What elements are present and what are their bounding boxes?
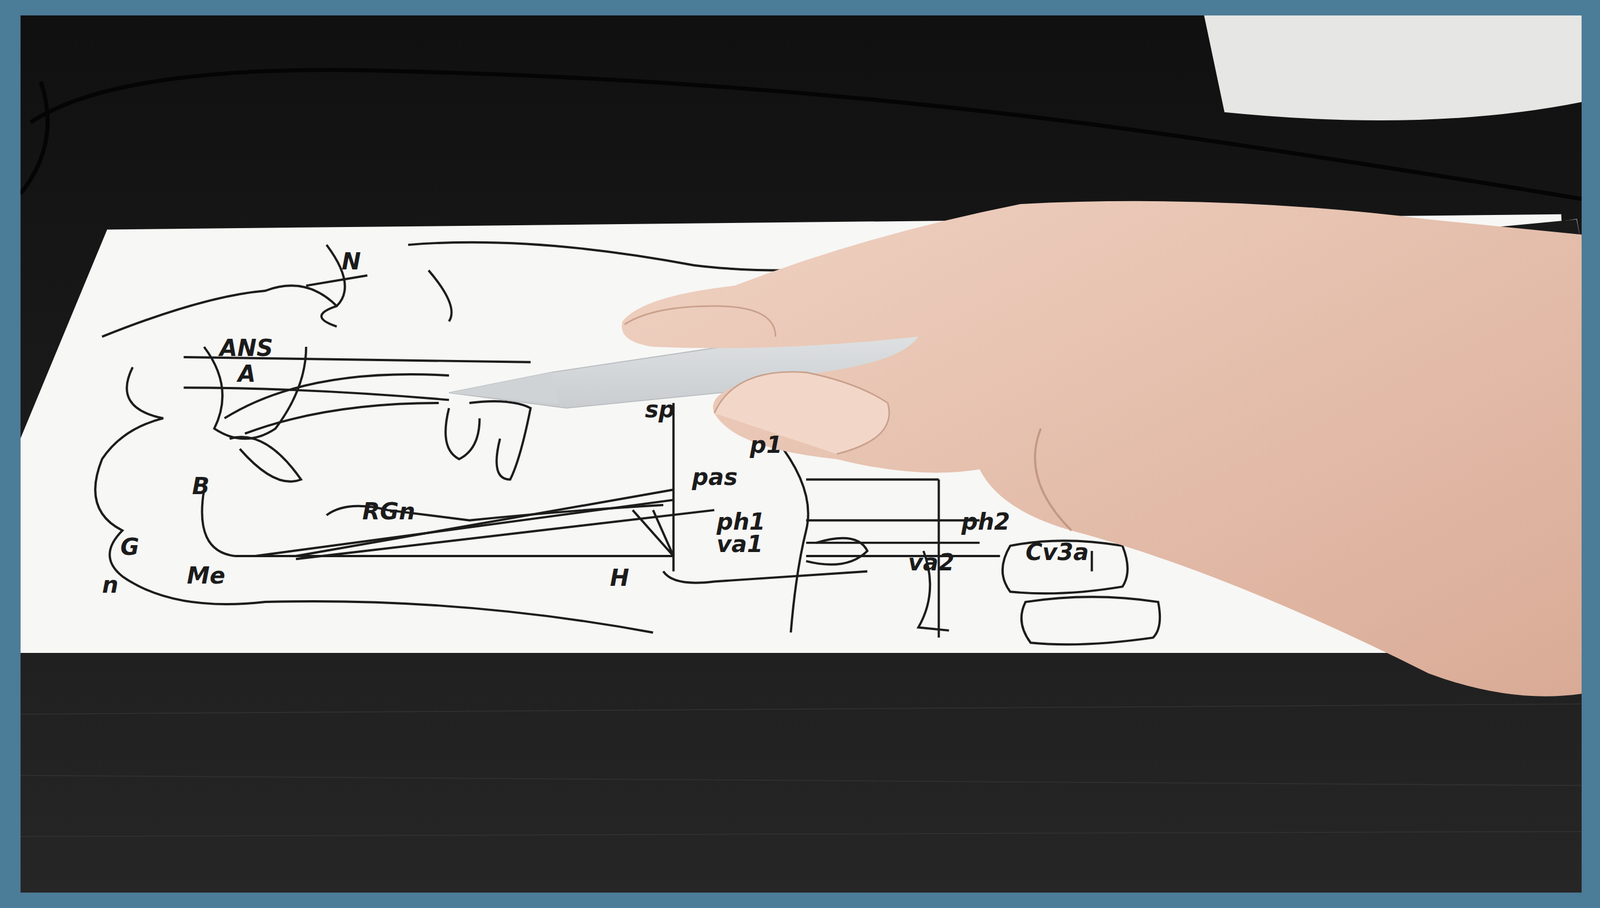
landmark-label: B — [192, 474, 210, 498]
landmark-label: RGn — [362, 499, 416, 523]
landmark-label: A — [237, 362, 256, 386]
landmark-label: n — [102, 573, 119, 597]
landmark-label: p1 — [749, 433, 782, 457]
landmark-label: G — [120, 535, 140, 559]
landmark-label: pas — [691, 465, 738, 489]
landmark-label: Me — [186, 564, 226, 588]
landmark-label: va1 — [716, 532, 764, 556]
landmark-label: ANS — [219, 336, 273, 360]
landmark-label: Cv3a — [1025, 540, 1089, 564]
landmark-label: H — [609, 566, 629, 590]
landmark-label: sp — [644, 397, 675, 421]
landmark-label: N — [341, 249, 361, 273]
landmark-label: ph1 — [716, 510, 766, 534]
landmark-label: ph2 — [961, 510, 1011, 534]
landmark-label: va2 — [908, 550, 955, 574]
